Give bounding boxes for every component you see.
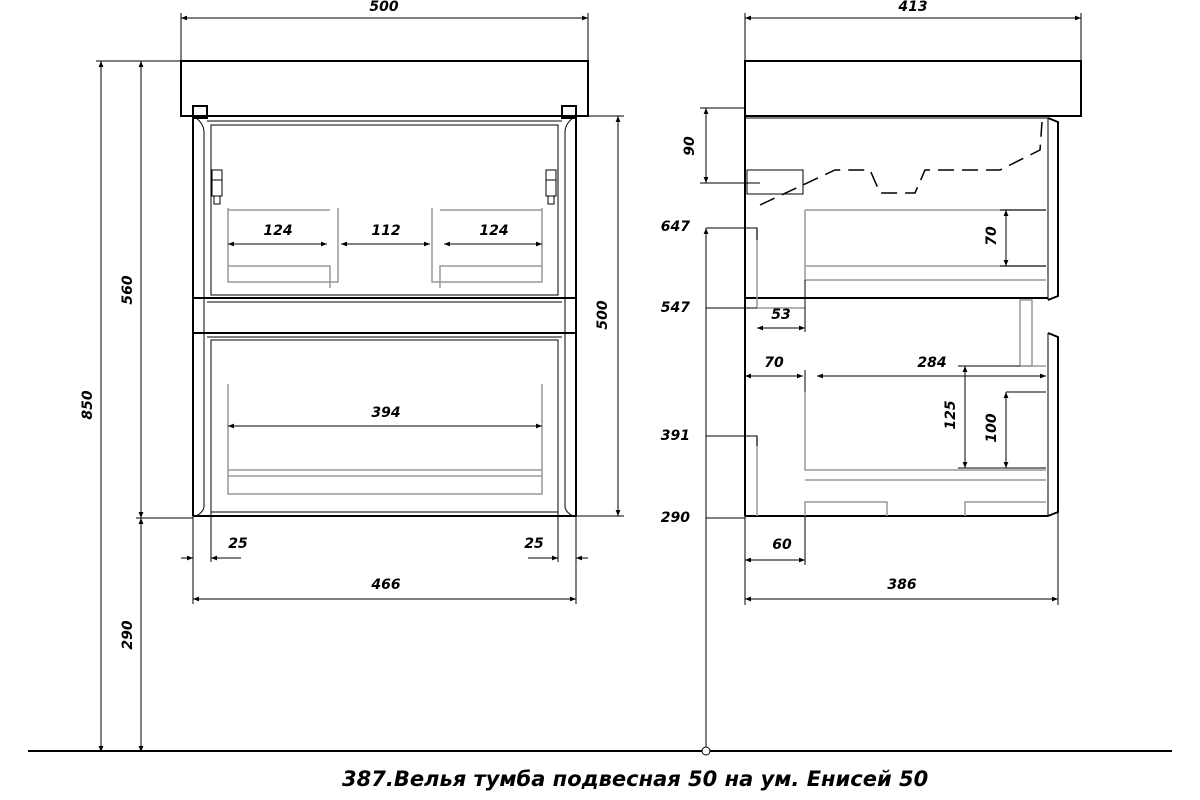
level-label-290: 290 [661, 510, 690, 526]
dim-drawer-width: 394 [228, 405, 542, 429]
front-lower-drawer [210, 339, 559, 513]
dim-label-door-height: 500 [595, 300, 611, 329]
dim-leg-offset: 60 [745, 516, 806, 565]
front-view: 500 850 560 290 500 [80, 0, 624, 752]
level-leaders: 647 547 391 290 [661, 219, 758, 526]
dim-shelf-row: 124 112 124 [228, 223, 542, 247]
siphon-body [746, 169, 804, 195]
dim-label-lower-inner-height: 100 [984, 413, 1000, 442]
dim-label-lower-outer-height: 125 [943, 400, 959, 429]
dim-sink-depth: 90 [682, 107, 760, 184]
dim-label-shelf-left: 124 [263, 223, 292, 239]
dim-total-height: 850 [80, 60, 181, 752]
dim-label-body-depth: 386 [887, 577, 916, 593]
hinge-left [211, 169, 223, 205]
dim-label-offset-left: 25 [228, 536, 248, 552]
dim-back-gap: 53 [757, 280, 806, 332]
dim-upper-drawer-height: 70 [984, 209, 1046, 267]
side-cabinet-body [744, 116, 1059, 517]
side-view: 413 90 647 547 391 290 70 [661, 0, 1082, 750]
level-label-547: 547 [661, 300, 690, 316]
dim-body-height: 560 [120, 61, 193, 519]
drawing-caption: 387.Велья тумба подвесная 50 на ум. Енис… [342, 767, 928, 791]
side-upper-drawer [756, 209, 1046, 367]
dim-floor-height-front: 290 [120, 518, 144, 752]
dim-label-inner-depth: 284 [917, 355, 946, 371]
side-lower-drawer [756, 365, 1046, 516]
dim-body-width: 466 [193, 577, 576, 602]
dim-label-leg-offset: 60 [772, 537, 792, 553]
level-label-391: 391 [661, 428, 690, 444]
dim-label-total-height: 850 [80, 390, 96, 419]
hinge-right [545, 169, 557, 205]
dim-body-depth: 386 [744, 512, 1059, 605]
front-basin-tab-right [561, 105, 577, 119]
dim-label-body-height: 560 [120, 275, 136, 304]
level-label-647: 647 [661, 219, 690, 235]
dim-label-drawer-width: 394 [371, 405, 400, 421]
front-upper-drawer [210, 124, 559, 296]
dim-label-top-width: 500 [369, 0, 398, 15]
dim-label-shelf-right: 124 [479, 223, 508, 239]
dim-top-depth: 413 [744, 0, 1082, 61]
dim-top-width: 500 [180, 0, 589, 61]
siphon-cutout [227, 208, 543, 495]
dim-lower-heights: 125 100 [943, 365, 1046, 469]
dim-label-offset-right: 25 [524, 536, 544, 552]
dim-label-floor-height: 290 [120, 620, 136, 649]
dim-label-body-width: 466 [370, 577, 400, 593]
front-countertop [180, 60, 589, 117]
dim-lower-depths: 70 284 [745, 355, 1046, 392]
dim-door-height: 500 [576, 115, 624, 517]
dim-label-side-gap: 70 [764, 355, 784, 371]
floor-origin-marker [701, 746, 711, 756]
dim-label-back-gap: 53 [771, 307, 790, 323]
dim-label-upper-drawer-height: 70 [984, 226, 1000, 246]
dim-offsets: 25 25 [181, 512, 588, 604]
side-countertop [744, 60, 1082, 117]
front-basin-tab-left [192, 105, 208, 119]
sink-outline [746, 121, 1043, 206]
front-cabinet-body [192, 117, 577, 517]
dim-label-top-depth: 413 [897, 0, 927, 15]
dim-label-sink-depth: 90 [682, 136, 698, 156]
dim-label-shelf-mid: 112 [371, 223, 400, 239]
